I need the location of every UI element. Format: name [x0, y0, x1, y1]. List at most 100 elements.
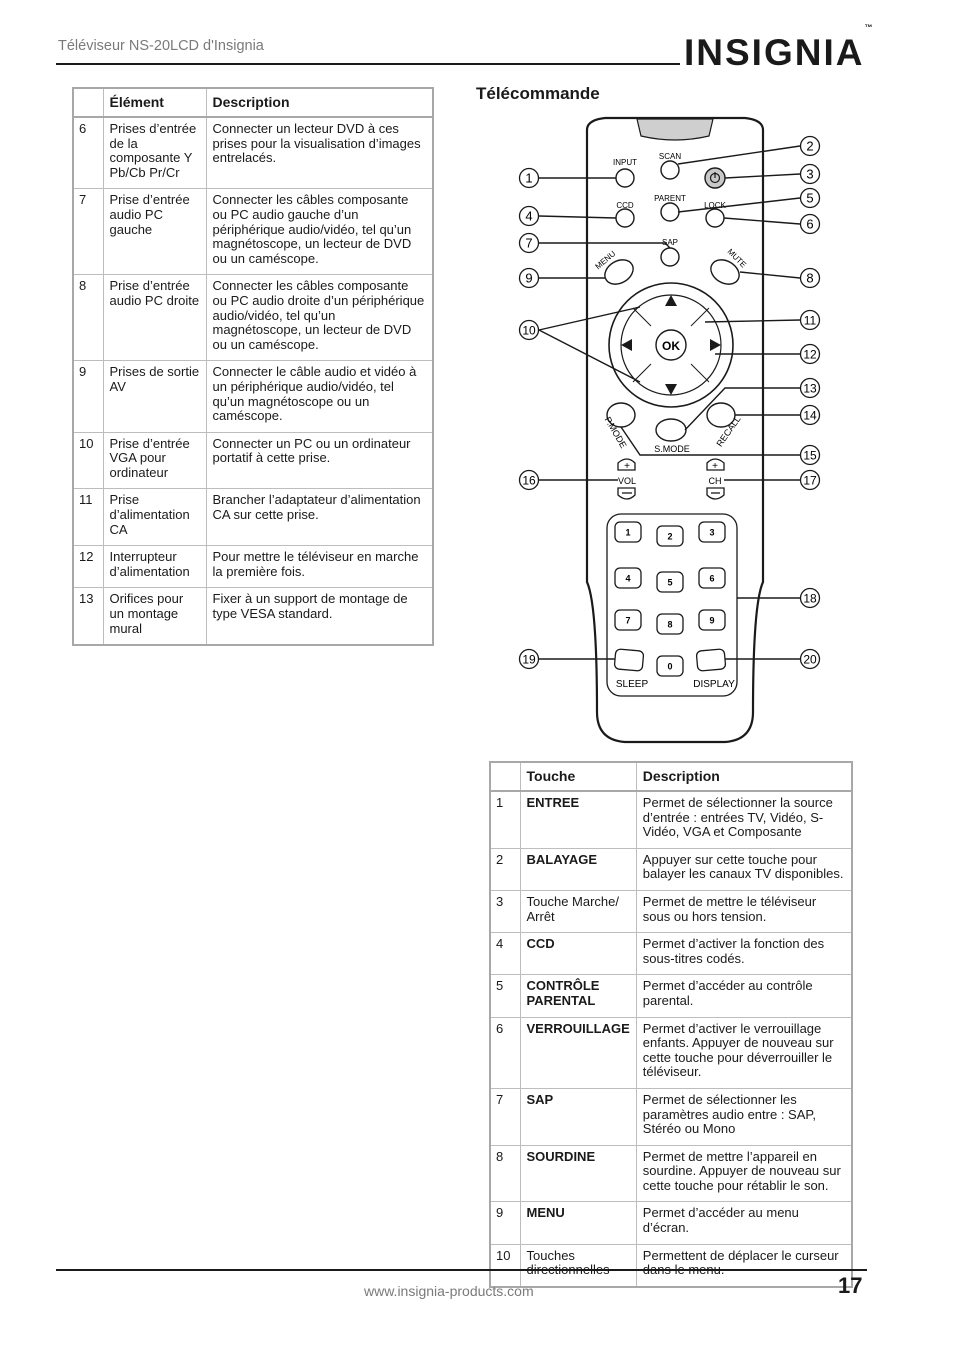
callout-circle	[799, 163, 821, 185]
ok-button	[655, 329, 687, 361]
svg-text:+: +	[712, 461, 718, 472]
column-header-number	[489, 761, 521, 792]
row-description: Permet d’accéder au contrôle parental.	[635, 974, 853, 1018]
callout-circle	[518, 232, 540, 254]
digit-key-2	[656, 525, 684, 547]
sleep-label: SLEEP	[616, 679, 649, 690]
insignia-logo: INSIGNIA™	[684, 22, 873, 73]
row-description: Connecter le câble audio et vidéo à un p…	[205, 360, 434, 433]
row-description: Permet de sélectionner les paramètres au…	[635, 1087, 853, 1146]
menu-button	[604, 259, 634, 285]
digit-key-label: 1	[625, 528, 630, 538]
callout-circle	[518, 648, 540, 670]
vol-up-button	[617, 458, 636, 471]
row-element: Prises d’entrée de la composante Y Pb/Cb…	[102, 116, 207, 190]
row-number: 13	[72, 587, 104, 646]
row-element: Prise d’entrée audio PC gauche	[102, 188, 207, 276]
header-rule	[56, 63, 680, 65]
row-key: Touches directionnelles	[519, 1243, 637, 1288]
callout-number: 13	[803, 382, 817, 396]
callout-number: 8	[806, 271, 813, 286]
ccd-label: CCD	[616, 201, 634, 210]
parent-label: PARENT	[654, 194, 686, 203]
row-key: SOURDINE	[519, 1144, 637, 1203]
row-number: 8	[489, 1144, 521, 1203]
row-key: ENTREE	[519, 790, 637, 849]
row-description: Permet d’activer le verrouillage enfants…	[635, 1016, 853, 1089]
callout-circle	[799, 587, 821, 609]
callout-number: 2	[806, 139, 813, 154]
row-description: Connecter un lecteur DVD à ces prises po…	[205, 116, 434, 190]
callout-number: 5	[806, 191, 813, 206]
row-description: Permet de sélectionner la source d’entré…	[635, 790, 853, 849]
row-number: 12	[72, 545, 104, 589]
row-description: Permet d’activer la fonction des sous-ti…	[635, 932, 853, 976]
column-header-description: Description	[205, 87, 434, 118]
callout-number: 18	[803, 592, 817, 606]
callout-number: 6	[806, 217, 813, 232]
footer-rule	[56, 1269, 867, 1271]
row-description: Permet de mettre le téléviseur sous ou h…	[635, 889, 853, 934]
digit-key-3	[698, 521, 726, 543]
row-number: 4	[489, 932, 521, 976]
vol-label: VOL	[618, 476, 636, 486]
callout-circle	[799, 469, 821, 491]
section-title: Télécommande	[476, 84, 600, 103]
ok-label: OK	[662, 339, 680, 353]
svg-text:+: +	[624, 461, 630, 472]
callout-circle	[799, 267, 821, 289]
ch-label: CH	[709, 476, 722, 486]
digit-key-label: 8	[667, 620, 672, 630]
row-key: VERROUILLAGE	[519, 1016, 637, 1089]
callout-number: 7	[525, 236, 532, 251]
ch-up-button	[706, 458, 725, 471]
sap-button	[660, 247, 680, 267]
callout-circle	[799, 213, 821, 235]
callout-circle	[518, 205, 540, 227]
arrow-up-icon	[665, 295, 677, 306]
digit-key-label: 4	[625, 574, 630, 584]
callout-circle	[518, 469, 540, 491]
column-header-number	[72, 87, 104, 118]
row-description: Appuyer sur cette touche pour balayer le…	[635, 847, 853, 891]
arrow-down-icon	[665, 384, 677, 395]
callout-circle	[518, 267, 540, 289]
smode-label: S.MODE	[654, 444, 690, 454]
callout-circle	[799, 187, 821, 209]
callout-number: 9	[525, 271, 532, 286]
row-key: CONTRÔLE PARENTAL	[519, 974, 637, 1018]
callout-number: 10	[522, 324, 536, 338]
remote-control-illustration: INPUT SCAN CCD PARENT LOCK SAP MENU MUTE…	[518, 116, 821, 744]
row-description: Brancher l’adaptateur d’alimentation CA …	[205, 488, 434, 547]
input-label: INPUT	[613, 158, 637, 167]
digit-key-label: 7	[625, 616, 630, 626]
callout-circle	[799, 343, 821, 365]
parent-button	[660, 202, 680, 222]
callout-circle	[799, 309, 821, 331]
callout-number: 15	[803, 449, 817, 463]
row-description: Connecter les câbles composante ou PC au…	[205, 188, 434, 276]
digit-key-7	[614, 609, 642, 631]
callout-circle	[518, 167, 540, 189]
callout-circle	[799, 648, 821, 670]
callout-circle	[518, 319, 540, 341]
row-description: Permettent de déplacer le curseur dans l…	[635, 1243, 853, 1288]
row-number: 5	[489, 974, 521, 1018]
callout-number: 1	[525, 171, 532, 186]
scan-label: SCAN	[659, 152, 681, 161]
row-number: 9	[72, 360, 104, 433]
